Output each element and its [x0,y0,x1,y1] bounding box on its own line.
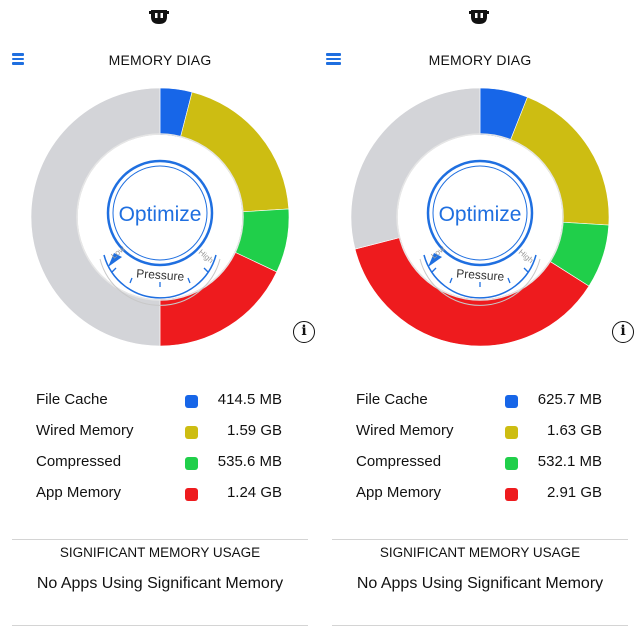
legend-label: Compressed [356,453,442,470]
divider [12,539,308,540]
memory-donut-chart: Optimize Low High Pressure [30,87,290,347]
significant-usage-title: SIGNIFICANT MEMORY USAGE [379,545,581,560]
legend-swatch [505,457,518,470]
divider [12,625,308,626]
legend-item-file-cache: File Cache 625.7 MB [356,387,606,418]
pressure-needle [108,253,122,267]
legend-swatch [505,395,518,408]
optimize-button[interactable]: Optimize [106,159,214,267]
optimize-label: Optimize [439,203,522,226]
memory-diag-panel-right: MEMORY DIAG Optimize Low High Pressure i… [320,0,640,640]
memory-diag-panel-left: MEMORY DIAG Optimize Low High Pressure i… [12,10,315,626]
optimize-label: Optimize [119,203,202,226]
legend-swatch [505,426,518,439]
legend-item-app-memory: App Memory 2.91 GB [356,480,606,511]
legend-label: Compressed [36,453,122,470]
legend-swatch [185,488,198,501]
legend-swatch [505,488,518,501]
pressure-label: Pressure [136,266,185,283]
memory-legend: File Cache 414.5 MB Wired Memory 1.59 GB… [36,387,286,511]
legend-swatch [185,426,198,439]
legend-label: File Cache [356,391,428,408]
info-icon[interactable]: i [612,321,634,343]
page-title: MEMORY DIAG [108,52,212,68]
hamburger-menu-icon[interactable] [326,53,341,65]
significant-usage-message: No Apps Using Significant Memory [356,575,604,592]
legend-swatch [185,457,198,470]
significant-usage-title: SIGNIFICANT MEMORY USAGE [59,545,261,560]
pressure-needle [428,253,442,267]
legend-value: 2.91 GB [546,484,602,501]
mask-logo-icon [149,10,169,24]
significant-usage-message: No Apps Using Significant Memory [36,575,284,592]
legend-item-app-memory: App Memory 1.24 GB [36,480,286,511]
legend-label: App Memory [36,484,122,501]
legend-item-wired-memory: Wired Memory 1.63 GB [356,418,606,449]
legend-item-file-cache: File Cache 414.5 MB [36,387,286,418]
pressure-label: Pressure [456,266,505,283]
memory-donut-chart: Optimize Low High Pressure [350,87,610,347]
legend-item-compressed: Compressed 532.1 MB [356,449,606,480]
legend-label: Wired Memory [36,422,134,439]
page-title: MEMORY DIAG [428,52,532,68]
legend-swatch [185,395,198,408]
legend-label: File Cache [36,391,108,408]
optimize-button[interactable]: Optimize [426,159,534,267]
mask-logo-icon [469,10,489,24]
divider [332,625,628,626]
legend-value: 625.7 MB [537,391,602,408]
legend-value: 535.6 MB [217,453,282,470]
info-icon[interactable]: i [293,321,315,343]
memory-legend: File Cache 625.7 MB Wired Memory 1.63 GB… [356,387,606,511]
legend-value: 1.59 GB [226,422,282,439]
divider [332,539,628,540]
legend-value: 532.1 MB [537,453,602,470]
legend-label: App Memory [356,484,442,501]
legend-value: 414.5 MB [217,391,282,408]
legend-value: 1.63 GB [546,422,602,439]
legend-item-wired-memory: Wired Memory 1.59 GB [36,418,286,449]
legend-item-compressed: Compressed 535.6 MB [36,449,286,480]
legend-value: 1.24 GB [226,484,282,501]
legend-label: Wired Memory [356,422,454,439]
hamburger-menu-icon[interactable] [12,53,24,65]
